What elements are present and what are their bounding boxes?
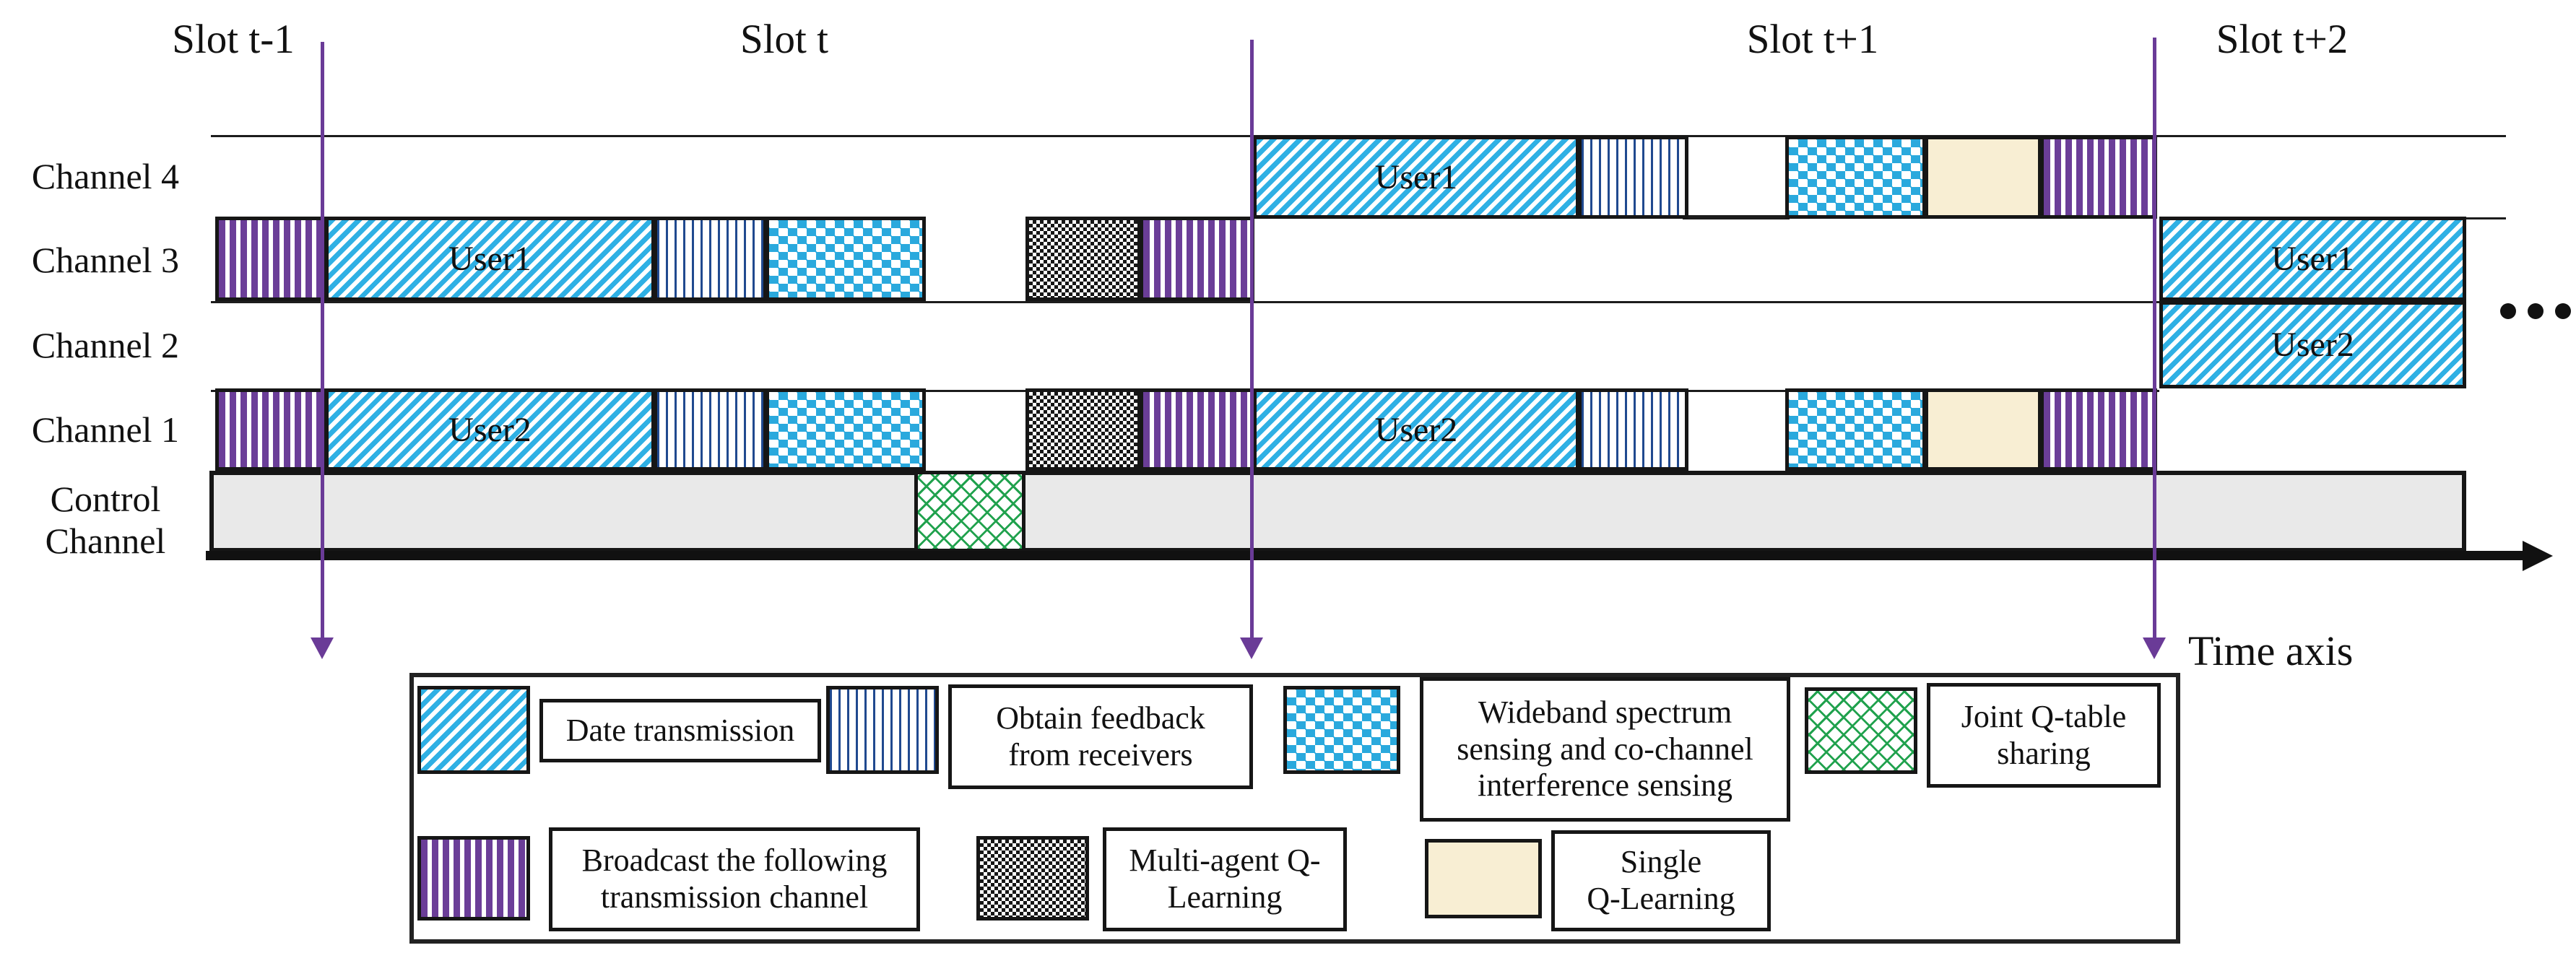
time-axis-line — [206, 551, 2524, 560]
slot-label-t: Slot t — [740, 17, 828, 62]
slot-label-t+1: Slot t+1 — [1746, 17, 1879, 62]
broadcast-block — [1140, 217, 1254, 301]
control-channel-label-line1: Control — [50, 479, 161, 519]
broadcast-block — [2040, 136, 2157, 219]
legend-label-box: Obtain feedback from receivers — [948, 684, 1253, 789]
joint-qtable-swatch — [1805, 687, 1917, 774]
single-qlearning-swatch — [1425, 839, 1542, 918]
channel-2-line — [211, 301, 2159, 303]
user-label: User1 — [1374, 158, 1458, 196]
continuation-dot — [2528, 303, 2544, 319]
obtain-feedback-swatch — [826, 686, 939, 774]
slot-label-t+2: Slot t+2 — [2216, 17, 2349, 62]
legend-label-line: Multi-agent Q- — [1129, 843, 1321, 879]
data-transmission-block: User1 — [325, 217, 655, 301]
single-q-learning-block — [1925, 388, 2042, 471]
feedback-block — [1578, 388, 1688, 471]
user-label: User1 — [448, 240, 532, 278]
broadcast-block — [2040, 388, 2157, 471]
broadcast-swatch — [417, 836, 530, 921]
data-transmission-block: User1 — [2159, 217, 2466, 301]
sensing-block — [1785, 136, 1926, 219]
feedback-block — [654, 217, 767, 301]
data-transmission-swatch — [417, 686, 530, 774]
slot-boundary-line-3 — [2153, 38, 2156, 637]
legend-label-line: Joint Q-table — [1961, 698, 2127, 734]
channel-4-label: Channel 4 — [31, 156, 180, 196]
multiagent-qlearning-swatch — [976, 836, 1089, 921]
channel-4-row-bottom-segment — [1683, 215, 1790, 219]
sensing-block — [766, 217, 926, 301]
legend-label-box: Joint Q-table sharing — [1927, 683, 2161, 788]
user-label: User2 — [448, 410, 532, 449]
legend-label-line: Learning — [1167, 879, 1283, 915]
multi-agent-q-block — [1025, 217, 1141, 301]
time-axis-arrowhead — [2523, 541, 2553, 571]
legend-label-line: transmission channel — [600, 879, 869, 915]
legend-label-line: sensing and co-channel — [1457, 731, 1753, 767]
multi-agent-q-block — [1025, 388, 1141, 471]
slot-label-t-1: Slot t-1 — [172, 17, 295, 62]
sensing-block — [1785, 388, 1926, 471]
legend-label-box: Single Q-Learning — [1551, 830, 1771, 931]
channel-2-label: Channel 2 — [31, 325, 180, 365]
slot-boundary-arrowhead-3 — [2143, 637, 2166, 659]
slot-boundary-line-1 — [321, 42, 324, 637]
legend-label-box: Broadcast the following transmission cha… — [549, 827, 920, 931]
legend-label-line: sharing — [1997, 735, 2091, 771]
legend-label-line: Single — [1620, 844, 1702, 880]
joint-q-table-sharing-block — [914, 471, 1025, 552]
data-transmission-block: User2 — [2159, 301, 2466, 388]
control-channel-label: Control Channel — [0, 478, 211, 562]
legend: Date transmission Obtain feedback from r… — [409, 673, 2180, 944]
data-transmission-block: User1 — [1253, 136, 1579, 219]
control-channel-bar — [209, 471, 2466, 552]
user-label: User2 — [1374, 410, 1458, 449]
legend-label-line: interference sensing — [1477, 767, 1733, 804]
control-channel-label-line2: Channel — [45, 521, 166, 561]
data-transmission-block: User2 — [1253, 388, 1579, 471]
channel-1-label: Channel 1 — [31, 409, 180, 450]
slot-boundary-arrowhead-2 — [1240, 637, 1263, 659]
user-label: User1 — [2271, 240, 2354, 278]
legend-label-line: Date transmission — [565, 712, 795, 748]
wideband-sensing-swatch — [1283, 686, 1400, 774]
slot-boundary-arrowhead-1 — [311, 637, 334, 659]
legend-label-line: Obtain feedback — [996, 700, 1205, 736]
broadcast-block — [215, 388, 326, 471]
legend-label-line: Broadcast the following — [581, 843, 888, 879]
sensing-block — [766, 388, 926, 471]
feedback-block — [654, 388, 767, 471]
legend-label-line: from receivers — [1008, 736, 1193, 773]
legend-label-line: Q-Learning — [1587, 881, 1735, 916]
channel-3-line-right-stub — [2466, 217, 2506, 219]
broadcast-block — [1140, 388, 1254, 471]
legend-label-box: Multi-agent Q- Learning — [1103, 827, 1347, 931]
legend-label-box: Wideband spectrum sensing and co-channel… — [1420, 677, 1790, 822]
continuation-dot — [2555, 303, 2571, 319]
broadcast-block — [215, 217, 326, 301]
legend-label-box: Date transmission — [539, 699, 821, 762]
slot-boundary-line-2 — [1250, 40, 1254, 637]
channel-3-label: Channel 3 — [31, 240, 180, 280]
user-label: User2 — [2271, 326, 2354, 364]
data-transmission-block: User2 — [325, 388, 655, 471]
feedback-block — [1578, 136, 1688, 219]
single-q-learning-block — [1925, 136, 2042, 219]
legend-label-line: Wideband spectrum — [1478, 695, 1732, 731]
continuation-dot — [2500, 303, 2516, 319]
time-axis-label: Time axis — [2188, 627, 2354, 674]
